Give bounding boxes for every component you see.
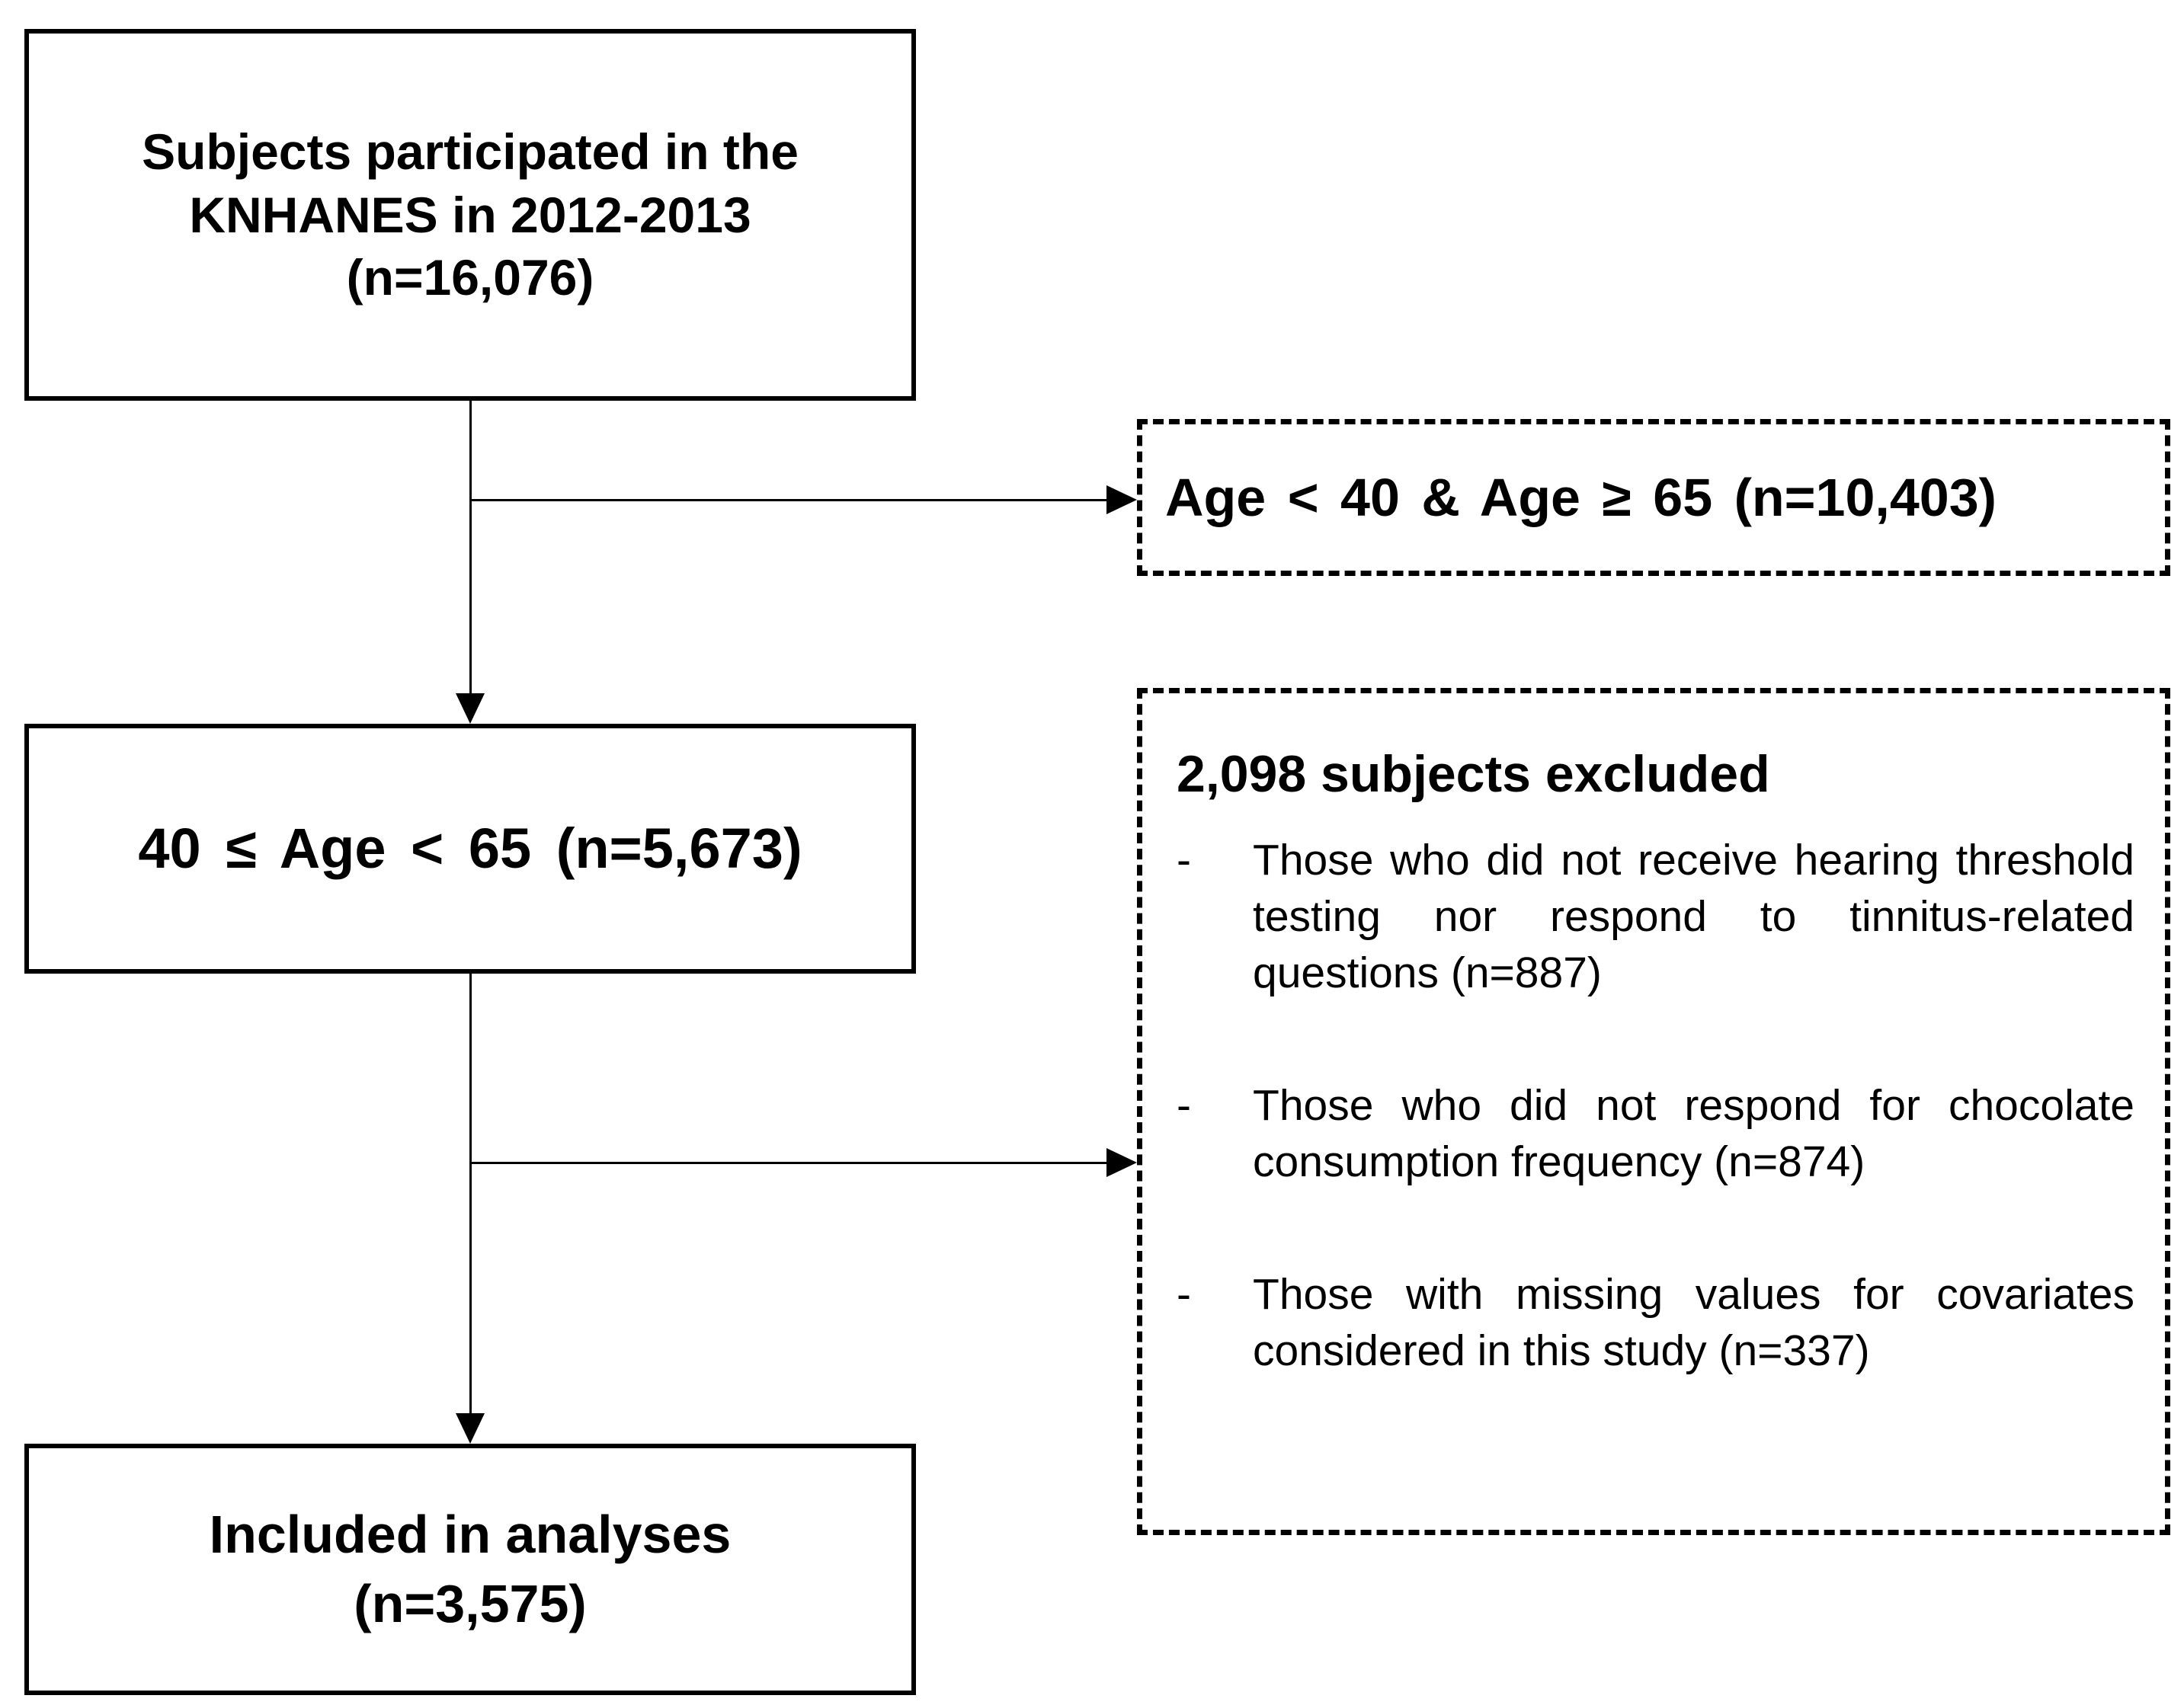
excluded-item-dash: - bbox=[1177, 835, 1191, 884]
excluded-item: - Those who did not receive hearing thre… bbox=[1177, 832, 2134, 1001]
age-excluded-box: Age < 40 & Age ≥ 65 (n=10,403) bbox=[1137, 419, 2170, 576]
excluded-item-dash: - bbox=[1177, 1080, 1191, 1130]
excluded-item: - Those with missing values for covariat… bbox=[1177, 1266, 2134, 1379]
participants-line-1: Subjects participated in the bbox=[142, 123, 799, 181]
connector-branch-2 bbox=[470, 1162, 1106, 1164]
excluded-item-text: Those with missing values for covariates… bbox=[1253, 1270, 2134, 1376]
connector-vertical-2 bbox=[469, 974, 472, 1413]
excluded-item-text: Those who did not respond for chocolate … bbox=[1253, 1080, 2134, 1186]
excluded-detail-box: 2,098 subjects excluded - Those who did … bbox=[1137, 688, 2170, 1535]
arrowhead-down-icon-1 bbox=[456, 693, 485, 724]
participants-line-2: KNHANES in 2012-2013 bbox=[189, 186, 751, 243]
included-box: Included in analyses (n=3,575) bbox=[24, 1444, 916, 1695]
participants-line-3: (n=16,076) bbox=[346, 249, 594, 306]
connector-branch-1 bbox=[470, 499, 1106, 501]
excluded-title: 2,098 subjects excluded bbox=[1177, 745, 1770, 803]
age-range-box: 40 ≤ Age < 65 (n=5,673) bbox=[24, 724, 916, 974]
excluded-item-text: Those who did not receive hearing thresh… bbox=[1253, 835, 2134, 997]
arrowhead-right-icon-1 bbox=[1106, 485, 1137, 514]
excluded-item: - Those who did not respond for chocolat… bbox=[1177, 1077, 2134, 1190]
arrowhead-down-icon-2 bbox=[456, 1413, 485, 1444]
age-excluded-text: Age < 40 & Age ≥ 65 (n=10,403) bbox=[1165, 468, 1997, 527]
excluded-item-dash: - bbox=[1177, 1270, 1191, 1320]
included-line-1: Included in analyses bbox=[209, 1505, 732, 1564]
arrowhead-right-icon-2 bbox=[1106, 1148, 1137, 1177]
connector-vertical-1 bbox=[469, 401, 472, 693]
included-line-2: (n=3,575) bbox=[354, 1574, 587, 1633]
age-range-text: 40 ≤ Age < 65 (n=5,673) bbox=[138, 816, 802, 880]
participants-box: Subjects participated in the KNHANES in … bbox=[24, 29, 916, 401]
